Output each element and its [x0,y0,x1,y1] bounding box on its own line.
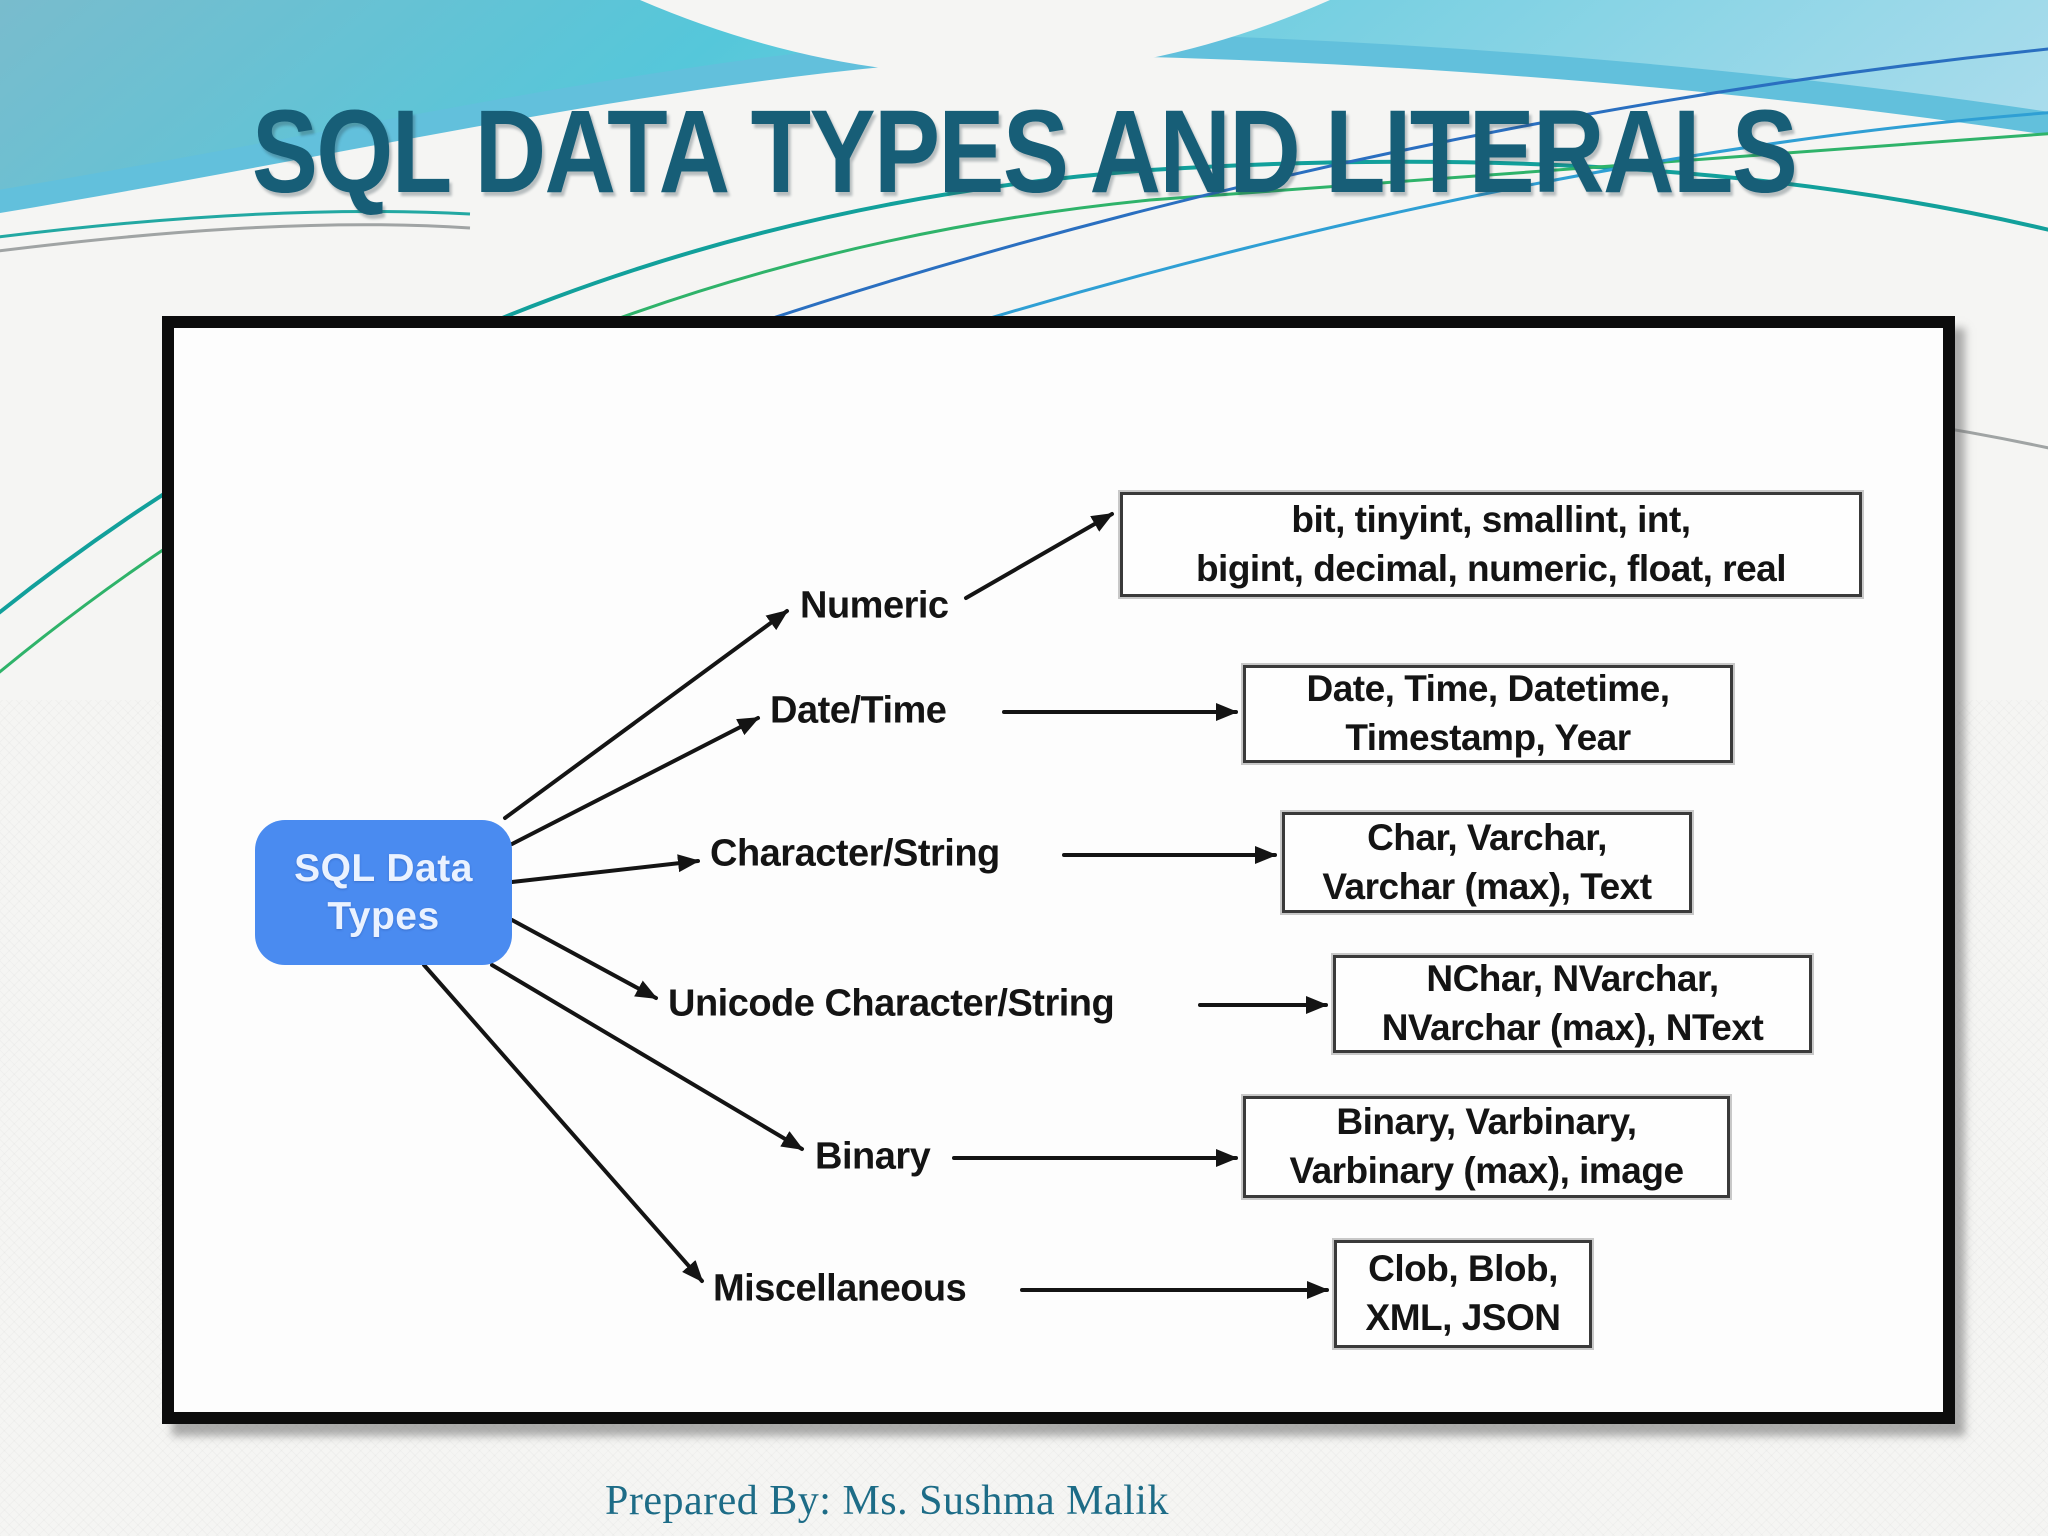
type-box-miscellaneous: Clob, Blob, XML, JSON [1334,1240,1592,1348]
arrow-root-to-datetime [510,716,760,846]
type-box-character-string: Char, Varchar, Varchar (max), Text [1282,812,1692,913]
type-box-line: XML, JSON [1365,1297,1561,1338]
root-node-sql-data-types: SQL Data Types [255,820,512,965]
type-box-line: Varbinary (max), image [1289,1150,1684,1191]
accent-curve-gray-left [0,223,471,253]
branch-label-numeric: Numeric [800,584,949,627]
type-box-line: Binary, Varbinary, [1336,1101,1637,1143]
root-node-line-2: Types [327,894,440,938]
diagram-panel: SQL Data Types Numeric Date/Time Charact… [162,316,1955,1424]
type-box-line: Timestamp, Year [1345,717,1631,758]
arrow-root-to-character-string [510,854,700,884]
arrow-root-to-miscellaneous [422,963,704,1283]
type-box-line: Clob, Blob, [1368,1248,1558,1290]
type-box-numeric: bit, tinyint, smallint, int, bigint, dec… [1120,492,1862,597]
root-node-line-1: SQL Data [294,846,473,890]
type-box-line: bit, tinyint, smallint, int, [1291,498,1691,540]
type-box-line: bigint, decimal, numeric, float, real [1195,547,1787,589]
footer-credit: Prepared By: Ms. Sushma Malik [605,1478,1169,1524]
type-box-line: Char, Varchar, [1367,816,1607,858]
branch-label-datetime: Date/Time [770,689,947,732]
type-box-line: NVarchar (max), NText [1381,1007,1764,1048]
type-box-line: Varchar (max), Text [1322,865,1652,907]
branch-label-miscellaneous: Miscellaneous [713,1267,967,1310]
arrow-root-to-numeric [503,609,789,820]
type-box-datetime: Date, Time, Datetime, Timestamp, Year [1243,665,1733,763]
diagram-arrows-layer [422,512,1329,1299]
type-box-line: NChar, NVarchar, [1426,958,1719,1000]
white-dome [640,0,1330,75]
arrow-root-to-unicode [510,918,658,1000]
branch-label-unicode-character-string: Unicode Character/String [668,982,1115,1025]
arrow-numeric-to-box [964,512,1114,600]
arrow-root-to-binary [490,963,804,1151]
branch-label-character-string: Character/String [710,832,1000,875]
slide-title: SQL DATA TYPES AND LITERALS [251,86,1798,218]
type-box-unicode-character-string: NChar, NVarchar, NVarchar (max), NText [1333,955,1812,1053]
type-box-line: Date, Time, Datetime, [1306,668,1670,710]
branch-label-binary: Binary [815,1135,931,1178]
type-box-binary: Binary, Varbinary, Varbinary (max), imag… [1243,1096,1730,1198]
